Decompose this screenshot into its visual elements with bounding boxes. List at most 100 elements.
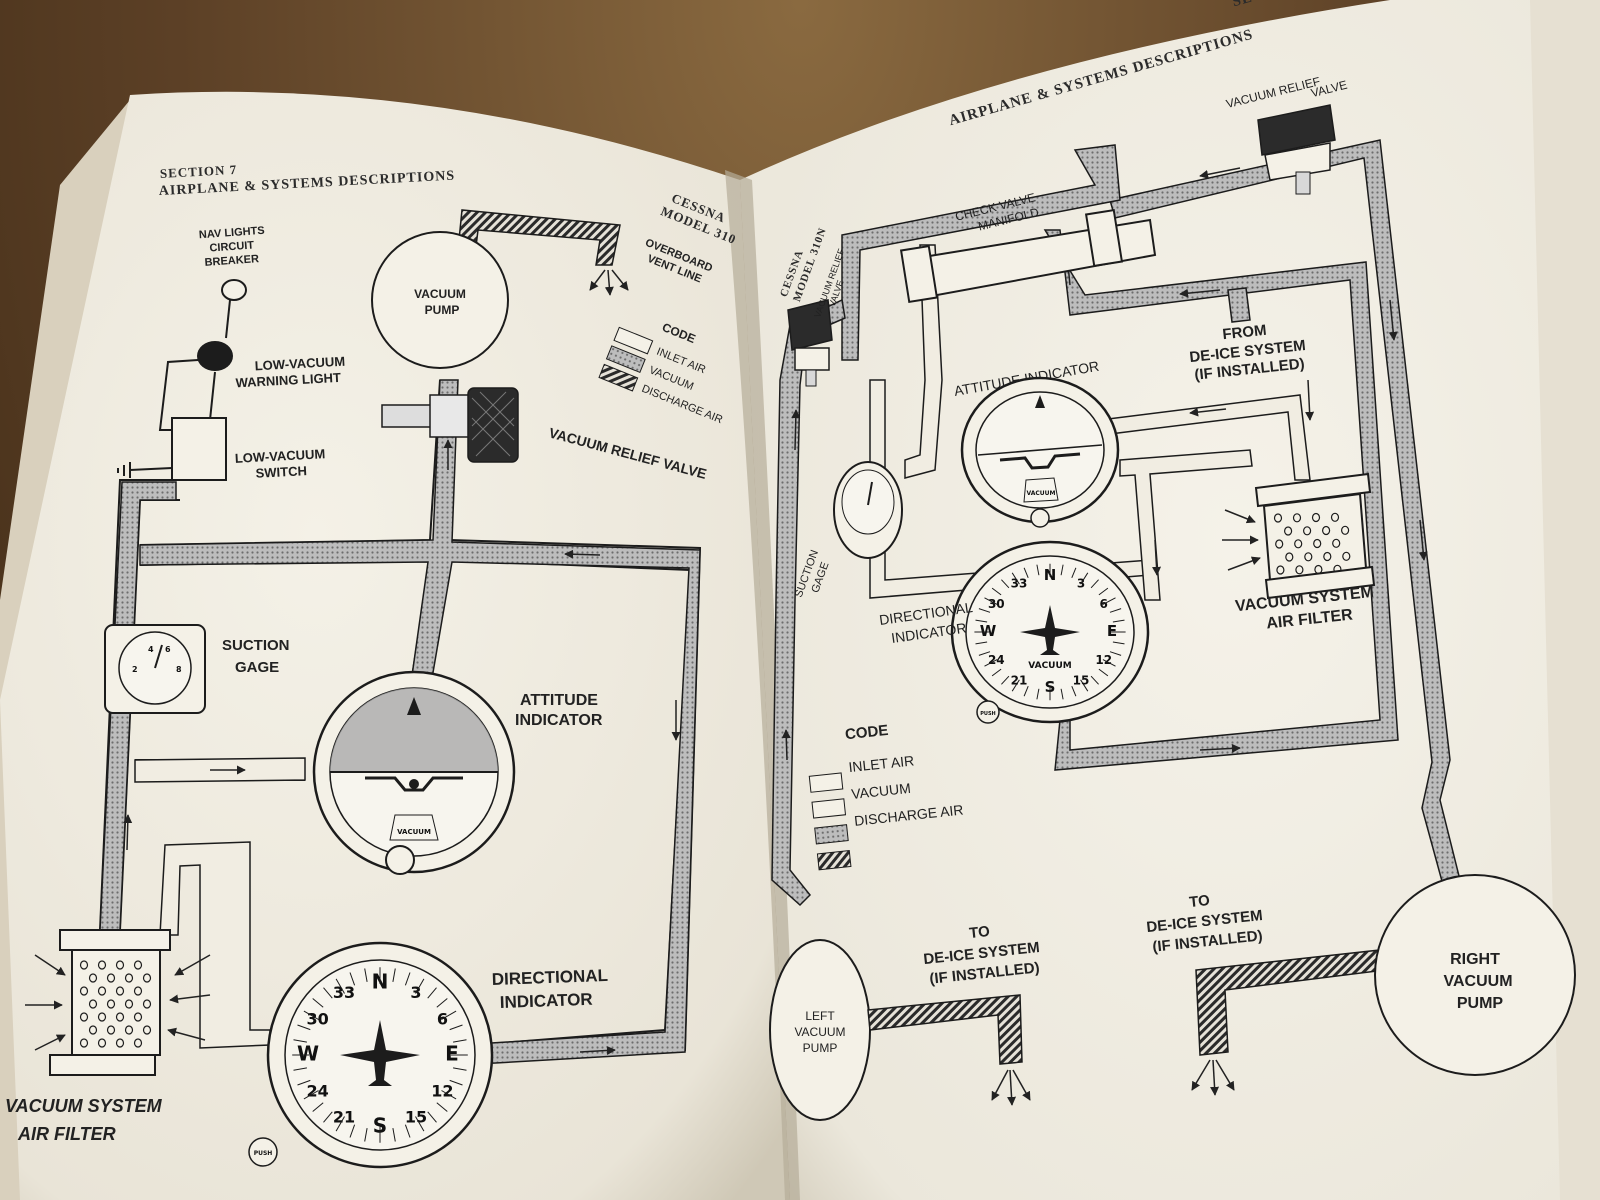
filter-hole [133, 986, 143, 996]
compass-tick [404, 972, 411, 986]
compass-tick [323, 987, 333, 999]
from-deice-label-1: FROM [1222, 322, 1268, 344]
right-left-pump: LEFT VACUUM PUMP [769, 939, 871, 1121]
compass-tick [1098, 668, 1109, 677]
compass-tick [436, 1102, 448, 1112]
filter-hole [133, 1012, 143, 1022]
filter-hole [79, 960, 89, 970]
left-pump-label-2: PUMP [425, 303, 460, 317]
right-pump-label-2: VACUUM [1443, 973, 1512, 990]
filter-hole [124, 1025, 134, 1035]
compass-tick [1001, 675, 1010, 685]
compass-tick [991, 668, 1002, 677]
filter-hole [1273, 513, 1283, 523]
gutter-shadow [725, 170, 800, 1200]
filter-hole [1285, 552, 1294, 562]
left-flow-arrows [123, 439, 681, 1055]
compass-tick [975, 619, 988, 623]
left-air-filter [25, 929, 211, 1076]
compass-tick [312, 1102, 324, 1112]
filter-hole [1330, 512, 1340, 522]
filter-hole [115, 960, 125, 970]
compass-tick [1071, 567, 1077, 578]
filter-hole [142, 999, 152, 1009]
svg-text:6: 6 [165, 645, 171, 654]
compass-tick [975, 641, 988, 645]
left-compass-airplane-icon [340, 1020, 420, 1086]
compass-tick [415, 1116, 425, 1132]
right-compass-face-text: VACUUM [1028, 661, 1072, 671]
compass-tick [453, 1039, 467, 1043]
check-valve-manifold [899, 208, 1157, 304]
ground-icon [117, 462, 173, 478]
compass-tick [1036, 688, 1040, 700]
left-filter-label-2: AIR FILTER [17, 1124, 116, 1144]
compass-tick [978, 651, 991, 656]
compass-tick [1036, 564, 1040, 576]
filter-hole [1292, 513, 1302, 523]
right-push-knob: PUSH [980, 711, 996, 717]
filter-hole [115, 1012, 125, 1022]
left-page [0, 91, 790, 1200]
compass-tick [1023, 567, 1029, 578]
compass-tick [293, 1067, 307, 1071]
filter-hole [1295, 565, 1304, 575]
compass-tick [449, 1079, 463, 1086]
left-pump-r-label-2: VACUUM [794, 1025, 845, 1039]
filter-hole [1311, 512, 1321, 523]
low-vacuum-light-label: LOW-VACUUM WARNING LIGHT [235, 354, 345, 391]
right-relief-valve-top [1257, 104, 1336, 195]
right-attitude-face-text: VACUUM [1027, 490, 1056, 497]
filter-hole [1342, 551, 1351, 561]
compass-label: E [445, 1041, 459, 1065]
nav-label-1: NAV LIGHTS [199, 225, 265, 242]
compass-tick [1102, 597, 1116, 605]
right-code-inlet: INLET AIR [848, 752, 915, 775]
left-attitude-face-text: VACUUM [397, 828, 431, 836]
left-attitude-label-1: ATTITUDE [520, 692, 598, 709]
right-suction-gage [833, 461, 903, 559]
compass-tick [297, 1024, 311, 1031]
compass-tick [1109, 608, 1122, 613]
filter-hole [124, 999, 134, 1009]
compass-tick [991, 587, 1002, 596]
compass-tick [1001, 579, 1010, 589]
svg-text:2: 2 [132, 665, 138, 674]
deice-discharge-left [867, 994, 1031, 1106]
right-compass-airplane-icon [1020, 605, 1080, 655]
low-vacuum-switch-box [171, 417, 227, 481]
left-pump-r-label-1: LEFT [805, 1009, 835, 1023]
compass-tick [1109, 651, 1122, 656]
filter-hole [1294, 539, 1303, 549]
compass-tick [978, 608, 991, 613]
left-directional-label-2: INDICATOR [499, 990, 592, 1012]
switch-label-1: LOW-VACUUM [234, 446, 325, 466]
right-pump-label-1: RIGHT [1450, 951, 1500, 968]
compass-tick [984, 597, 998, 605]
filter-hole [97, 960, 107, 970]
left-suction-label-1: SUCTION [222, 637, 290, 654]
compass-tick [449, 1024, 463, 1031]
switch-label-2: SWITCH [255, 463, 307, 481]
filter-hole [1302, 526, 1312, 536]
compass-tick [441, 1010, 457, 1020]
right-attitude-indicator: VACUUM [960, 376, 1120, 528]
filter-hole [79, 1012, 89, 1022]
left-directional-label-1: DIRECTIONAL [491, 966, 608, 989]
compass-tick [436, 998, 448, 1008]
compass-tick [349, 972, 356, 986]
compass-label: W [297, 1041, 319, 1065]
compass-tick [364, 968, 368, 982]
filter-hole [106, 1025, 116, 1035]
compass-tick [1102, 659, 1116, 667]
overboard-vent-pipe [454, 209, 629, 296]
compass-tick [1112, 619, 1125, 623]
left-pump-label-1: VACUUM [414, 287, 466, 301]
filter-hole [79, 1038, 89, 1048]
filter-hole [133, 960, 143, 970]
